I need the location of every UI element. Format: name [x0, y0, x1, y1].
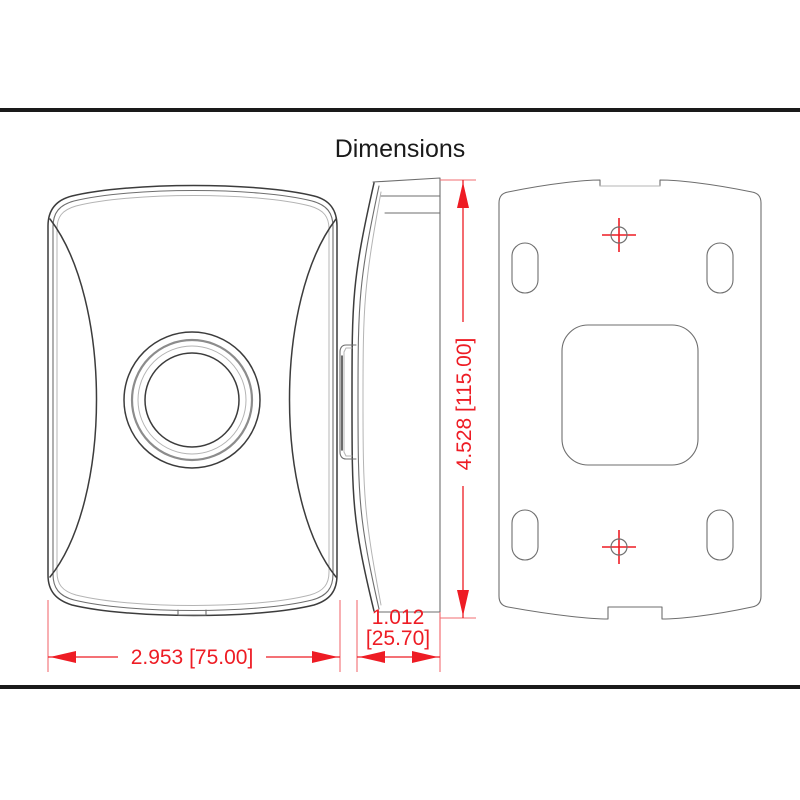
height-dimension: 4.528 [115.00] [440, 179, 476, 619]
width-arrow-right [312, 651, 338, 663]
width-dimension-label: 2.953 [75.00] [131, 646, 254, 669]
depth-arrow-left [359, 651, 385, 663]
front-bezel-inner-outline-2 [56, 195, 330, 606]
front-bezel-inner-outline [52, 189, 334, 612]
mounting-slot-top-left [511, 242, 539, 294]
rear-plate-outline [498, 179, 762, 620]
side-front-face-curve-inner [357, 185, 380, 610]
front-left-concave-curve [49, 218, 98, 578]
height-dimension-label: 4.528 [115.00] [453, 338, 476, 471]
reader-circle-inner [144, 352, 240, 448]
depth-dimension: 1.012 [25.70] [356, 600, 441, 672]
side-back-edge [372, 177, 441, 613]
side-front-face-curve [351, 182, 375, 612]
reader-circle-ring-gray [130, 338, 254, 462]
depth-dimension-label-inches: 1.012 [372, 606, 425, 629]
front-outer-outline [47, 184, 338, 617]
reader-circle-outer [123, 331, 261, 469]
height-arrow-bottom [457, 590, 469, 616]
rear-view [498, 179, 762, 620]
side-view [339, 177, 441, 613]
side-front-face-curve-outer [362, 191, 382, 606]
mounting-slot-top-right [706, 242, 734, 294]
mounting-slot-bottom-left [511, 509, 539, 561]
depth-arrow-right [412, 651, 438, 663]
side-reader-boss [339, 344, 357, 460]
width-arrow-left [50, 651, 76, 663]
rear-center-cutout [561, 324, 699, 466]
width-dimension: 2.953 [75.00] [47, 600, 341, 672]
front-right-concave-curve [288, 218, 337, 578]
side-reader-boss-inner [343, 347, 353, 457]
reader-circle-ring-light [137, 345, 247, 455]
crosshair-mark-bottom [602, 530, 636, 564]
page-title: Dimensions [335, 135, 466, 163]
crosshair-mark-top [602, 218, 636, 252]
mounting-slot-bottom-right [706, 509, 734, 561]
depth-dimension-label-mm: [25.70] [366, 627, 430, 650]
height-arrow-top [457, 182, 469, 208]
front-view [47, 184, 338, 617]
front-bottom-tab [177, 609, 207, 616]
